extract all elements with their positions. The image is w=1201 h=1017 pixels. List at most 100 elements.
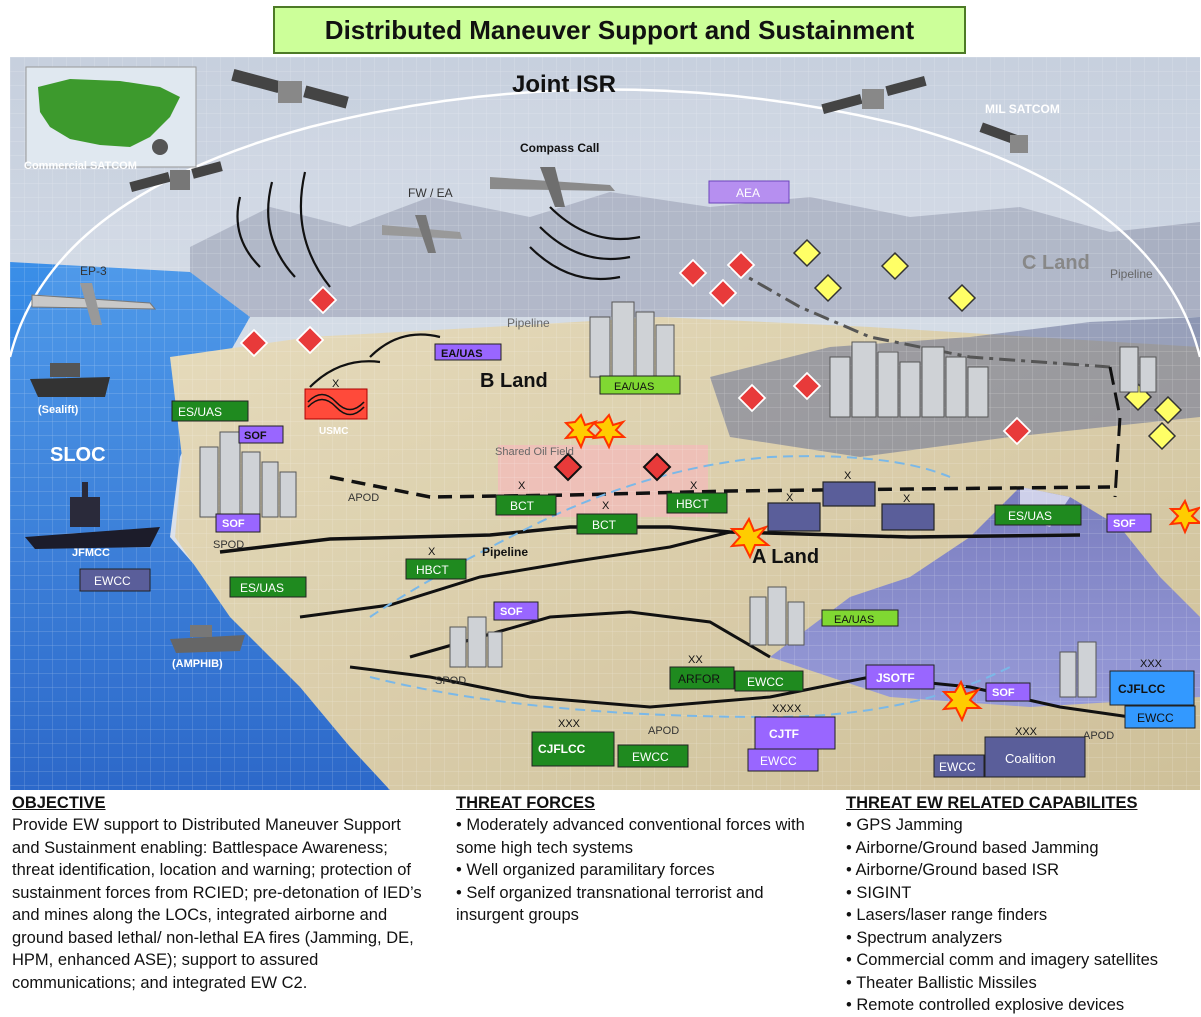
compass-call-label: Compass Call [520,141,599,155]
apod-3-label: APOD [1083,730,1114,742]
unit-ewcc-6: EWCC [1124,705,1196,729]
jfmcc-label: JFMCC [72,547,110,559]
objective-body: Provide EW support to Distributed Maneuv… [12,816,422,992]
fw-ea-label: FW / EA [408,186,453,200]
threat-ew-item: Spectrum analyzers [846,927,1201,950]
threat-forces-heading: THREAT FORCES [456,794,596,812]
threat-ew-item: SIGINT [846,882,1201,905]
aea-label: AEA [736,186,760,200]
unit-ea-uas-1: EA/UAS [434,343,502,361]
unit-sof-5-text: SOF [1113,518,1136,530]
unit-ewcc-1: EWCC [79,568,151,592]
unit-sof-3-text: SOF [500,606,523,618]
us-map-inset [25,66,197,168]
unit-es-uas-2: ES/UAS [229,576,307,598]
unit-bct-1-text: BCT [510,499,535,513]
unit-arfor: ARFOR [669,666,735,690]
unit-bct-2-text: BCT [592,518,617,532]
shared-oil-field-label: Shared Oil Field [495,446,574,458]
joint-isr-satellite [231,68,349,109]
unit-es-uas-3-text: ES/UAS [1008,509,1052,523]
fw-ea-aircraft [382,215,462,253]
box-2-echelon: X [844,470,852,482]
unit-es-uas-1: ES/UAS [171,400,249,422]
bct-1-echelon: X [518,480,526,492]
unit-cjflcc-2-text: CJFLCC [1118,682,1166,696]
diagram-title: Distributed Maneuver Support and Sustain… [273,6,966,54]
threat-forces-list: Moderately advanced conventional forces … [456,814,826,927]
unit-hbct-1-text: HBCT [676,497,709,511]
ea-jamming-arcs [236,171,641,388]
unit-cjflcc-1: CJFLCC [531,731,615,767]
unit-ewcc-3-text: EWCC [632,750,669,764]
ep3-label: EP-3 [80,264,107,278]
cjflcc-1-echelon: XXX [558,718,581,730]
unit-sof-1: SOF [238,425,284,444]
unit-ewcc-1-text: EWCC [94,574,131,588]
unit-arfor-text: ARFOR [678,672,720,686]
description-area: OBJECTIVE Provide EW support to Distribu… [0,792,1201,1015]
apod-2-label: APOD [648,725,679,737]
unit-bct-1: BCT [495,494,557,516]
objective-section: OBJECTIVE Provide EW support to Distribu… [12,792,427,994]
unit-ewcc-5: EWCC [933,754,985,778]
threat-forces-section: THREAT FORCES Moderately advanced conven… [456,792,826,927]
threat-forces-item: Self organized transnational terrorist a… [456,882,826,927]
unit-sof-2-text: SOF [222,518,245,530]
joint-isr-label: Joint ISR [512,71,616,98]
unit-sof-5: SOF [1106,513,1152,533]
city-clusters [199,301,1157,698]
jfmcc-ship [25,482,160,549]
threat-forces-item: Moderately advanced conventional forces … [456,814,826,859]
unit-sof-4: SOF [985,682,1031,702]
threat-ew-list: GPS Jamming Airborne/Ground based Jammin… [846,814,1201,1017]
oil-field-threat-diamonds [553,452,672,482]
unit-ea-uas-2-text: EA/UAS [614,381,654,393]
unit-sof-4-text: SOF [992,687,1015,699]
ep3-aircraft [31,283,157,325]
usmc-unit-symbol [304,388,368,420]
mil-satcom-label: MIL SATCOM [985,102,1060,116]
shared-oil-field-text: Shared Oil Field [495,446,574,458]
unit-es-uas-2-text: ES/UAS [240,581,284,595]
a-land-unit-boxes [767,481,935,532]
battlespace-scene: Joint ISR MIL SATCOM Commercial SATCOM C… [10,57,1200,790]
c-land-label: C Land [1022,252,1090,274]
sealift-ship [30,363,110,397]
threat-ew-item: Airborne/Ground based Jamming [846,837,1201,860]
unit-coalition: Coalition [984,736,1086,778]
unit-bct-2: BCT [576,513,638,535]
sealift-label: (Sealift) [38,404,79,416]
unit-hbct-2: HBCT [405,558,467,580]
unit-ea-uas-1-text: EA/UAS [441,348,483,360]
pipeline-c-label: Pipeline [1110,267,1153,281]
unit-ewcc-2: EWCC [734,670,804,692]
threat-ew-item: Lasers/laser range finders [846,904,1201,927]
amphib-ship [170,625,245,653]
threat-ew-item: Commercial comm and imagery satellites [846,949,1201,972]
unit-ewcc-4-text: EWCC [760,754,797,768]
box-1-echelon: X [786,492,794,504]
threat-ew-section: THREAT EW RELATED CAPABILITES GPS Jammin… [846,792,1201,1017]
unit-ea-uas-3-text: EA/UAS [834,614,874,626]
amphib-label: (AMPHIB) [172,658,223,670]
unit-coalition-text: Coalition [1005,751,1056,766]
unit-es-uas-1-text: ES/UAS [178,405,222,419]
threat-ew-item: Theater Ballistic Missiles [846,972,1201,995]
unit-es-uas-3: ES/UAS [994,504,1082,526]
cjflcc-2-echelon: XXX [1140,658,1163,670]
b-land-label: B Land [480,370,548,392]
unit-ewcc-5-text: EWCC [939,760,976,774]
unit-cjtf: CJTF [754,716,836,750]
compass-call-aircraft [490,167,615,207]
bct-2-echelon: X [602,500,610,512]
box-3-echelon: X [903,493,911,505]
unit-ewcc-3: EWCC [617,744,689,768]
hbct-1-echelon: X [690,480,698,492]
pipeline-b-label: Pipeline [507,316,550,330]
unit-jsotf-text: JSOTF [876,671,915,685]
unit-sof-2: SOF [215,513,261,533]
hbct-2-echelon: X [428,546,436,558]
unit-ea-uas-2: EA/UAS [599,375,681,395]
threat-ew-item: GPS Jamming [846,814,1201,837]
